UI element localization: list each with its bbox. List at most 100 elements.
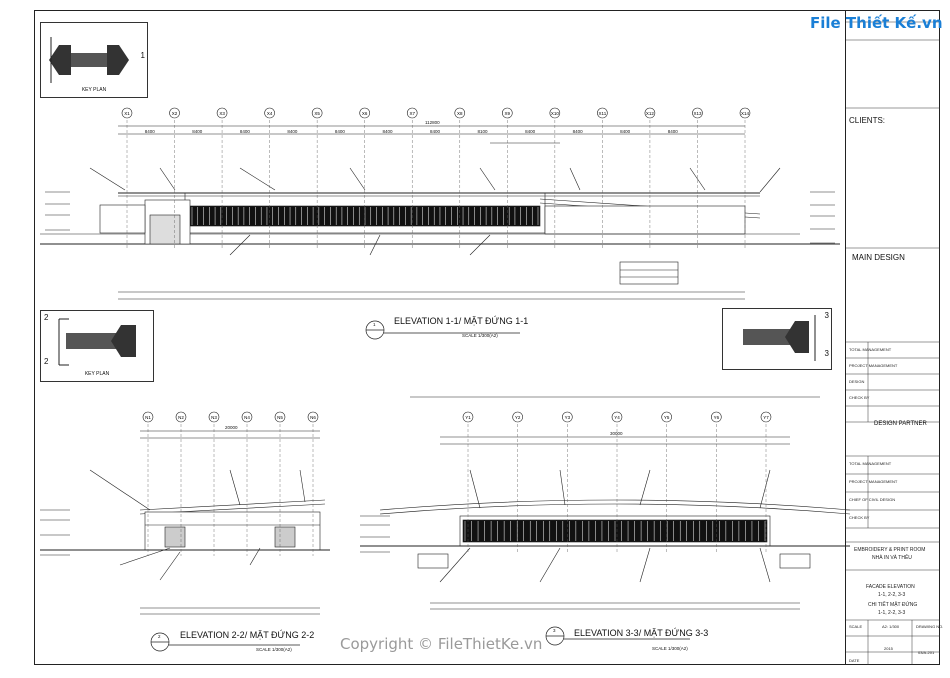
elevation-2-grid-bubble [307,411,319,423]
project-name-vn: NHÀ IN VÀ THÊU [872,555,912,561]
section-marker-3 [545,626,690,646]
section-marker-1 [365,320,520,340]
elevation-1-grid-bubble [169,107,180,119]
elevation-3-drawing [360,396,851,610]
elevation-1-grid-bubble [311,107,323,119]
elevation-1-grid-label: X7 [409,111,415,116]
elevation-1-grid-bubble [216,107,228,119]
elevation-1-grid-label: X2 [172,111,178,116]
clients-label: CLIENTS: [849,116,886,125]
elevation-3-scale: SCALE 1/300(A2) [652,646,688,651]
elevation-2-grid-label: N5 [277,415,283,420]
elevation-3-grid-bubble [562,411,573,423]
key-plan-2: 2 2 KEY PLAN [40,310,154,382]
key-plan-3: 3 3 [722,308,832,370]
elevation-1-grid-label: X1 [124,111,130,116]
elevation-1-grid-bubble [692,107,703,119]
elevation-1-drawing [40,125,840,300]
elevation-2-grid-bubble [208,411,220,423]
elevation-3-overall-dim: 30000 [610,431,623,436]
elevation-1-grid-bubble [406,107,418,119]
elevation-2-drawing [40,430,330,615]
key-plan-2-number-top: 2 [44,313,49,322]
elevation-2-grid-bubble [175,411,187,423]
tb-row2-chief-civil-design: CHIEF OF CIVIL DESIGN [849,497,896,502]
elevation-1-spacing-label: 8400 [667,129,678,134]
drawing-title-vn: CHI TIẾT MẶT ĐỨNG [868,602,918,608]
watermark-copyright: Copyright © FileThietKe.vn [340,635,543,653]
elevation-1-spacing-label: 8400 [192,129,203,134]
key-plan-1-number: 1 [140,51,145,60]
elevation-3-grid-label: Y6 [714,415,720,420]
elevation-1-scale: SCALE 1/300(A2) [462,333,498,338]
elevation-1-grid-label: X6 [362,111,368,116]
elevation-1-spacing-label: 8400 [430,129,441,134]
elevation-2-marker: 2 [158,634,161,639]
elevation-1-grid-bubble [597,107,608,119]
elevation-1-grid-label: X10 [551,111,560,116]
elevation-1-spacing-label: 8400 [525,129,536,134]
elevation-1-columns [191,207,539,225]
elevation-2-grid-bubble [241,411,253,423]
elevation-1-grid-label: X12 [646,111,655,116]
elevation-3-grid-bubble [760,411,772,423]
key-plan-3-number-top: 3 [824,311,829,320]
elevation-1-grid-label: X11 [599,111,607,116]
elevation-3-grid-label: Y2 [515,415,521,420]
elevation-3-grid-bubble [711,411,722,423]
elevation-3-grid-bubble [611,411,623,423]
elevation-1-grid-bubble [264,107,275,119]
elevation-1-spacing-label: 8400 [382,129,393,134]
scale-value: A2: 1/300 [882,624,900,629]
elevation-3-grid-label: Y7 [763,415,769,420]
tb-row-total-management: TOTAL MANAGEMENT [849,347,892,352]
elevation-2-title: ELEVATION 2-2/ MẶT ĐỨNG 2-2 [180,630,315,640]
elevation-3-grid-label: Y3 [565,415,571,420]
title-block-lines [845,21,940,665]
elevation-1-grid-bubble [644,107,656,119]
tb-row-check-by: CHECK BY [849,395,870,400]
elevation-1-title: ELEVATION 1-1/ MẶT ĐỨNG 1-1 [394,316,529,326]
watermark-logo: File Thiết Kế.vn [810,14,943,32]
date-label: DATE [849,658,860,663]
drawing-no-label: DRAWING NO. [916,624,944,629]
elevation-2-scale: SCALE 1/300(A2) [256,647,292,652]
elevation-3-grid-bubble [512,411,523,423]
elevation-3-title: ELEVATION 3-3/ MẶT ĐỨNG 3-3 [574,628,709,638]
key-plan-3-shape [743,315,816,361]
elevation-2-grid-bubble [142,411,154,423]
elevation-1-spacing-label: 8400 [239,129,250,134]
elevation-3-grid-label: Y1 [465,415,471,420]
elevation-2-grid-label: N4 [244,415,250,420]
elevation-2-grid-label: N2 [178,415,184,420]
key-plan-3-number-bottom: 3 [824,349,829,358]
elevation-1-grid-bubble [454,107,466,119]
drawing-title-vn-2: 1-1, 2-2, 3-3 [878,610,906,616]
elevation-1-grid-label: X9 [505,111,511,116]
elevation-2-grid-label: N1 [145,415,151,420]
elevation-1-grid-bubble [502,107,513,119]
elevation-1-spacing-label: 8400 [572,129,583,134]
elevation-3-grid-label: Y5 [664,415,670,420]
elevation-2-grid-label: N3 [211,415,217,420]
elevation-1-marker: 1 [373,322,376,327]
key-plan-2-shape [58,318,136,366]
elevation-1-spacing-label: 8400 [620,129,631,134]
drawing-title: FACADE ELEVATION [866,584,915,590]
key-plan-1-shape [49,37,129,83]
elevation-1-grid-bubble [121,107,133,119]
key-plan-2-number-bottom: 2 [44,357,49,366]
elevation-2-overall-dim: 20000 [225,425,238,430]
main-design-label: MAIN DESIGN [852,253,905,262]
drawing-frame [34,10,940,665]
title-block: CLIENTS: MAIN DESIGN TOTAL MANAGEMENT PR… [845,10,944,665]
elevation-1-spacing-label: 8100 [477,129,488,134]
elevation-1-grid-label: X3 [219,111,225,116]
elevation-3-grid-bubble [462,411,474,423]
sheet-number: 03/A-201 [918,650,935,655]
tb-row-project-management: PROJECT MANAGEMENT [849,363,898,368]
key-plan-1-label: KEY PLAN [81,87,107,93]
